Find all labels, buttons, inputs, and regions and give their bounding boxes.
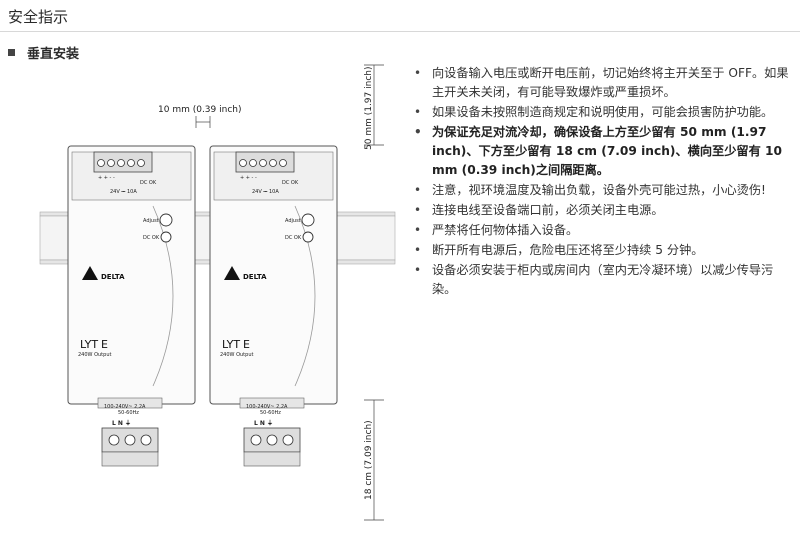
model-label: LYT	[80, 338, 98, 351]
frequency-label: 50-60Hz	[118, 410, 139, 416]
dc-ok-top-label: DC OK	[282, 180, 299, 186]
bullet-dot-icon: •	[414, 66, 422, 80]
note-item: • 严禁将任何物体插入设备。	[410, 221, 795, 240]
note-text: 连接电线至设备端口前，必须关闭主电源。	[432, 203, 664, 217]
section-heading: 垂直安装	[8, 42, 79, 62]
input-terminal-block-icon	[108, 434, 152, 446]
brand-label: DELTA	[101, 273, 125, 281]
page-title: 安全指示	[8, 8, 69, 26]
bullet-dot-icon: •	[414, 203, 422, 217]
note-text: 向设备输入电压或断开电压前，切记始终将主开关至于 OFF。如果主开关未关闭，有可…	[432, 66, 789, 99]
dc-ok-led-icon	[160, 231, 172, 243]
dim-top-label: 50 mm (1.97 inch)	[364, 67, 374, 151]
model-suffix-label: E	[243, 338, 250, 351]
dc-ok-label: DC OK	[285, 235, 302, 241]
dim-bottom-label: 18 cm (7.09 inch)	[364, 420, 374, 500]
mounting-diagram-svg: 50 mm (1.97 inch) 10 mm (0.39 inch) 18 c…	[39, 64, 396, 521]
dc-ok-label: DC OK	[143, 235, 160, 241]
output-rating-label: 24V ⎓ 10A	[252, 189, 279, 195]
square-bullet-icon	[8, 48, 15, 56]
note-text: 设备必须安装于柜内或房间内（室内无冷凝环境）以减少传导污染。	[432, 263, 774, 296]
bullet-dot-icon: •	[414, 183, 422, 197]
bullet-dot-icon: •	[414, 105, 422, 119]
page-header: 安全指示	[0, 0, 800, 32]
polarity-label: + + - -	[98, 175, 115, 181]
input-terminal-block-icon	[250, 434, 294, 446]
note-text: 注意，视环境温度及输出负载，设备外壳可能过热，小心烫伤!	[432, 183, 766, 197]
section-title: 垂直安装	[27, 46, 80, 62]
note-item: • 断开所有电源后，危险电压还将至少持续 5 分钟。	[410, 241, 795, 260]
output-terminal-block-icon	[97, 159, 145, 167]
input-terminals-label: L N ⏚	[254, 420, 273, 427]
model-label: LYT	[222, 338, 240, 351]
note-item: • 向设备输入电压或断开电压前，切记始终将主开关至于 OFF。如果主开关未关闭，有…	[410, 64, 795, 102]
adjust-label: Adjust	[143, 218, 159, 224]
output-terminal-block-icon	[239, 159, 287, 167]
adjust-label: Adjust	[285, 218, 301, 224]
adjust-knob-icon	[159, 213, 173, 227]
delta-logo-icon	[82, 266, 98, 280]
bullet-dot-icon: •	[414, 125, 422, 139]
note-item: • 连接电线至设备端口前，必须关闭主电源。	[410, 201, 795, 220]
input-rating-label: 100-240V~ 2,2A	[246, 404, 288, 410]
brand-label: DELTA	[243, 273, 267, 281]
note-item: • 设备必须安装于柜内或房间内（室内无冷凝环境）以减少传导污染。	[410, 261, 795, 299]
dim-gap-label: 10 mm (0.39 inch)	[158, 105, 242, 115]
note-text: 断开所有电源后，危险电压还将至少持续 5 分钟。	[432, 243, 704, 257]
output-power-label: 240W Output	[78, 352, 111, 358]
note-text: 严禁将任何物体插入设备。	[432, 223, 579, 237]
model-suffix-label: E	[101, 338, 108, 351]
dimension-lines	[195, 64, 384, 521]
frequency-label: 50-60Hz	[260, 410, 281, 416]
power-supply-unit-left: + + - - DC OK 24V ⎓ 10A Adjust DC OK DEL…	[67, 145, 196, 467]
input-rating-label: 100-240V~ 2,2A	[104, 404, 146, 410]
dc-ok-led-icon	[302, 231, 314, 243]
delta-logo-icon	[224, 266, 240, 280]
input-terminals-label: L N ⏚	[112, 420, 131, 427]
output-rating-label: 24V ⎓ 10A	[110, 189, 137, 195]
dc-ok-top-label: DC OK	[140, 180, 157, 186]
note-text: 为保证充足对流冷却，确保设备上方至少留有 50 mm (1.97 inch)、下…	[432, 125, 782, 177]
bullet-dot-icon: •	[414, 223, 422, 237]
polarity-label: + + - -	[240, 175, 257, 181]
bullet-dot-icon: •	[414, 243, 422, 257]
adjust-knob-icon	[301, 213, 315, 227]
note-text: 如果设备未按照制造商规定和说明使用，可能会损害防护功能。	[432, 105, 774, 119]
output-power-label: 240W Output	[220, 352, 253, 358]
safety-notes-list: • 向设备输入电压或断开电压前，切记始终将主开关至于 OFF。如果主开关未关闭，有…	[410, 64, 795, 300]
note-item: • 如果设备未按照制造商规定和说明使用，可能会损害防护功能。	[410, 103, 795, 122]
power-supply-unit-right: + + - - DC OK 24V ⎓ 10A Adjust DC OK DEL…	[209, 145, 338, 467]
bullet-dot-icon: •	[414, 263, 422, 277]
note-item: • 注意，视环境温度及输出负载，设备外壳可能过热，小心烫伤!	[410, 181, 795, 200]
note-item-emphasis: • 为保证充足对流冷却，确保设备上方至少留有 50 mm (1.97 inch)、…	[410, 123, 795, 180]
header-divider	[0, 31, 800, 32]
mounting-diagram: 50 mm (1.97 inch) 10 mm (0.39 inch) 18 c…	[0, 60, 400, 550]
